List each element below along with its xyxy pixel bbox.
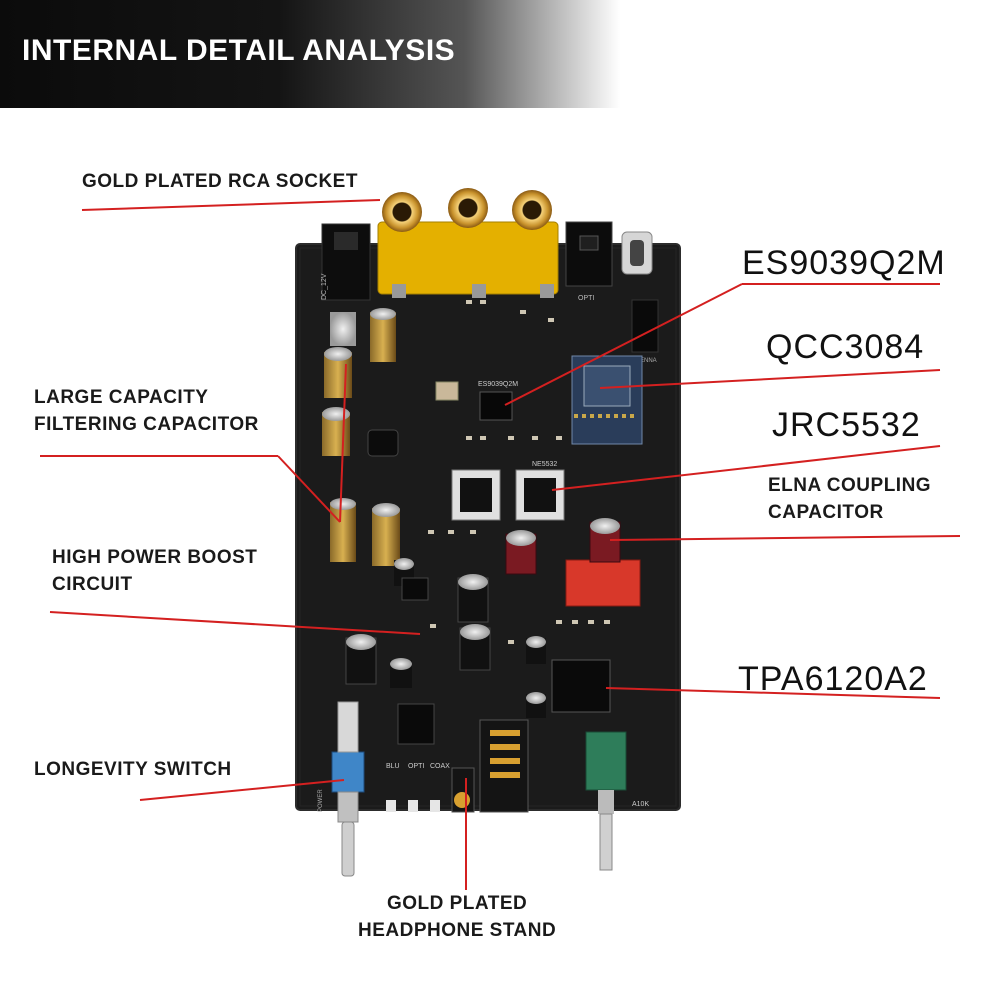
callout-line-tpa [605, 687, 941, 699]
rca-socket-label: GOLD PLATED RCA SOCKET [82, 168, 358, 195]
callout-line-filter-down [277, 455, 341, 523]
headphone-stand-label: GOLD PLATED HEADPHONE STAND [358, 890, 556, 944]
input-label-opti: OPTI [408, 763, 424, 770]
rca-socket-label-text: GOLD PLATED RCA SOCKET [82, 171, 358, 192]
power-label: POWER [318, 789, 324, 812]
amp-chip-label-text: TPA6120A2 [738, 660, 928, 698]
elna-capacitor-label-line2: CAPACITOR [768, 502, 884, 523]
boost-circuit-label-line2: CIRCUIT [52, 574, 133, 595]
boost-circuit-label-line1: HIGH POWER BOOST [52, 547, 258, 568]
dac-chip-label-text: ES9039Q2M [742, 244, 946, 282]
red-film-capacitor [565, 559, 641, 607]
bt-chip-label: QCC3084 [766, 328, 924, 366]
filter-capacitor-label: LARGE CAPACITY FILTERING CAPACITOR [34, 384, 259, 438]
dac-chip-label: ES9039Q2M [742, 244, 946, 282]
callout-line-boost [49, 611, 421, 635]
amp-chip-label: TPA6120A2 [738, 660, 928, 698]
filter-capacitor-label-line2: FILTERING CAPACITOR [34, 414, 259, 435]
rca-socket-right [512, 190, 552, 230]
callout-lines [40, 199, 961, 890]
filter-capacitor-label-line1: LARGE CAPACITY [34, 387, 209, 408]
longevity-switch-label: LONGEVITY SWITCH [34, 756, 232, 783]
callout-line-opamp [551, 445, 941, 491]
headphone-stand-label-line1: GOLD PLATED [386, 893, 528, 914]
filter-capacitors [322, 308, 400, 566]
rca-socket-left [382, 192, 422, 232]
bt-chip-label-text: QCC3084 [766, 328, 925, 366]
opti-label: OPTI [578, 295, 594, 302]
rca-housing [377, 221, 559, 295]
headphone-stand-label-line2: HEADPHONE STAND [358, 920, 557, 941]
callout-line-rca [81, 199, 381, 211]
longevity-switch-label-text: LONGEVITY SWITCH [34, 759, 232, 780]
callout-line-bt [599, 369, 941, 389]
dac-ic-label: ES9039Q2M [478, 381, 518, 388]
rca-socket-middle [448, 188, 488, 228]
input-label-blu: BLU [386, 763, 400, 770]
elna-capacitor-label-line1: ELNA COUPLING [768, 475, 932, 496]
elna-capacitor-label: ELNA COUPLING CAPACITOR [768, 472, 931, 526]
volume-pot [585, 731, 627, 791]
tpa6120-chip [551, 659, 611, 713]
input-label-coax: COAX [430, 763, 450, 770]
page-title: INTERNAL DETAIL ANALYSIS [22, 34, 456, 67]
optical-socket [565, 221, 613, 287]
boost-circuit-label: HIGH POWER BOOST CIRCUIT [52, 544, 257, 598]
power-switch [331, 751, 365, 793]
pot-label: A10K [632, 801, 649, 808]
boost-capacitors [345, 558, 546, 718]
callout-line-filter-up [339, 363, 347, 523]
callout-line-switch [139, 779, 345, 801]
callout-line-elna [609, 535, 961, 541]
dac-chip [479, 391, 513, 421]
header-banner: INTERNAL DETAIL ANALYSIS [0, 0, 620, 108]
dc-label: DC_12V [321, 273, 328, 300]
opamp-chip-label-text: JRC5532 [772, 406, 921, 444]
opamp-ic-label: NE5532 [532, 461, 557, 468]
opamp-chip-label: JRC5532 [772, 406, 921, 444]
callout-line-dac-diag [504, 283, 743, 406]
